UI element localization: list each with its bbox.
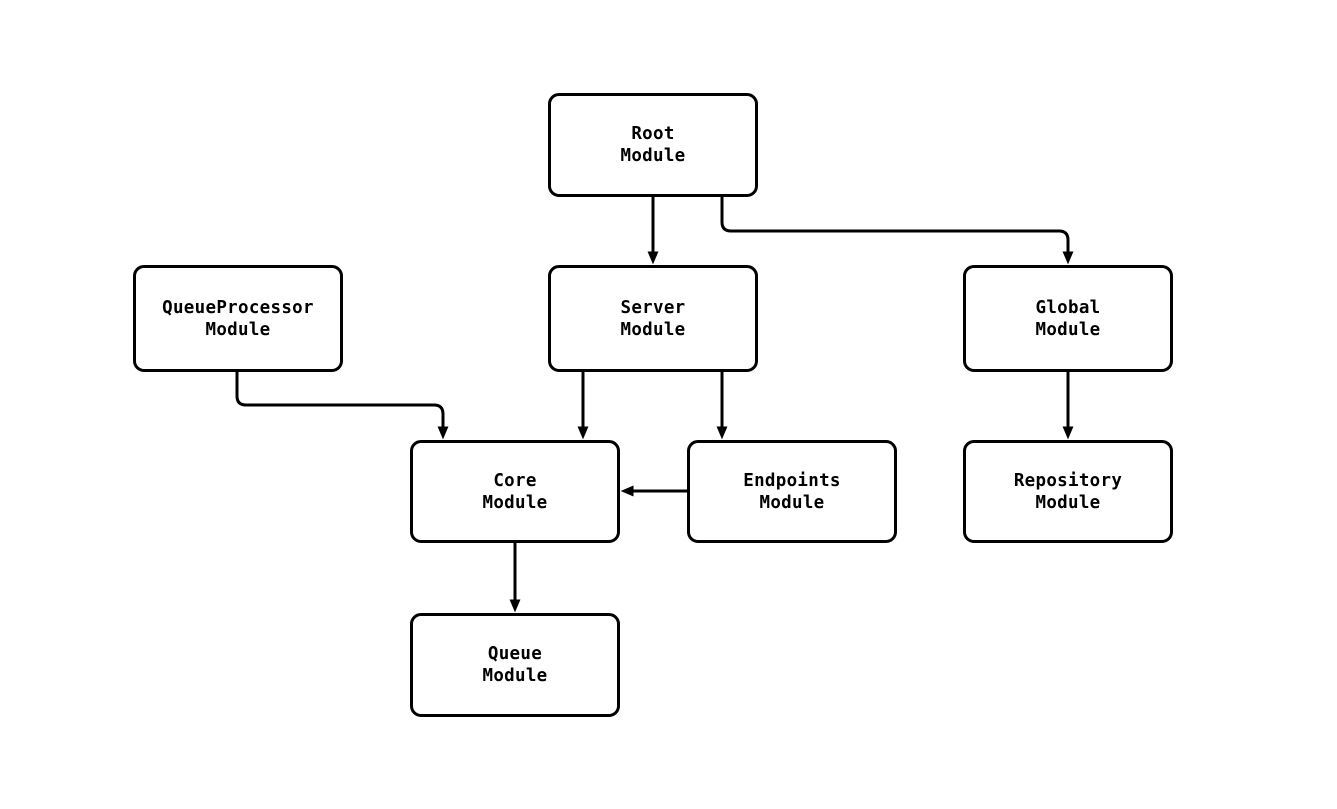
node-server-module[interactable]: Server Module (548, 265, 758, 372)
node-repository-module[interactable]: Repository Module (963, 440, 1173, 543)
node-core-module[interactable]: Core Module (410, 440, 620, 543)
node-root-module[interactable]: Root Module (548, 93, 758, 197)
node-endpoints-module[interactable]: Endpoints Module (687, 440, 897, 543)
edge-root-to-global (720, 197, 1074, 265)
node-queueprocessor-module[interactable]: QueueProcessor Module (133, 265, 343, 372)
node-core-module-label: Core Module (482, 470, 548, 513)
node-server-module-label: Server Module (620, 297, 686, 340)
node-endpoints-module-label: Endpoints Module (743, 470, 841, 513)
edge-queueprocessor-to-core (235, 372, 449, 440)
node-global-module[interactable]: Global Module (963, 265, 1173, 372)
node-queue-module[interactable]: Queue Module (410, 613, 620, 717)
node-queueprocessor-module-label: QueueProcessor Module (162, 297, 314, 340)
node-global-module-label: Global Module (1035, 297, 1101, 340)
node-queue-module-label: Queue Module (482, 644, 548, 686)
node-root-module-label: Root Module (620, 124, 686, 166)
node-repository-module-label: Repository Module (1013, 470, 1123, 513)
